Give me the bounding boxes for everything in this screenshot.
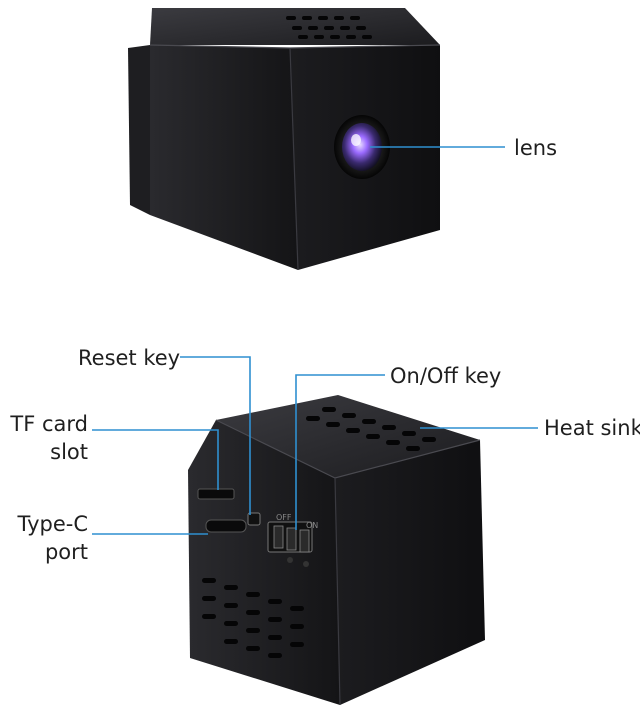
camera-back-right-face [335, 440, 485, 705]
reset-key [247, 512, 261, 526]
heat-sink-vents [306, 407, 436, 451]
side-vents [202, 578, 304, 658]
camera-left-face [128, 45, 150, 215]
top-vents [286, 16, 372, 39]
reset-key-leader [180, 356, 251, 515]
on-off-switch [267, 521, 313, 567]
tf-card-slot [197, 488, 235, 500]
on-off-key-leader [295, 374, 385, 530]
type-c-port-label-line2: port [44, 540, 88, 564]
on-off-key-label: On/Off key [390, 364, 502, 388]
lens-icon [334, 115, 390, 179]
camera-front-view [128, 8, 441, 271]
type-c-port [205, 519, 247, 533]
off-marking: OFF [276, 513, 292, 522]
tf-card-slot-leader [92, 429, 219, 490]
camera-back-view: OFF ON [188, 395, 485, 706]
lens-label: lens [514, 136, 558, 160]
type-c-port-label-line1: Type-C [17, 512, 88, 536]
tf-card-slot-label-line1: TF card [10, 412, 88, 436]
leader-lines [92, 146, 538, 535]
camera-front-face [150, 45, 298, 270]
heat-sink-label: Heat sink [544, 416, 640, 440]
reset-key-label: Reset key [78, 346, 181, 370]
on-marking: ON [306, 521, 318, 530]
tf-card-slot-label-line2: slot [50, 440, 88, 464]
